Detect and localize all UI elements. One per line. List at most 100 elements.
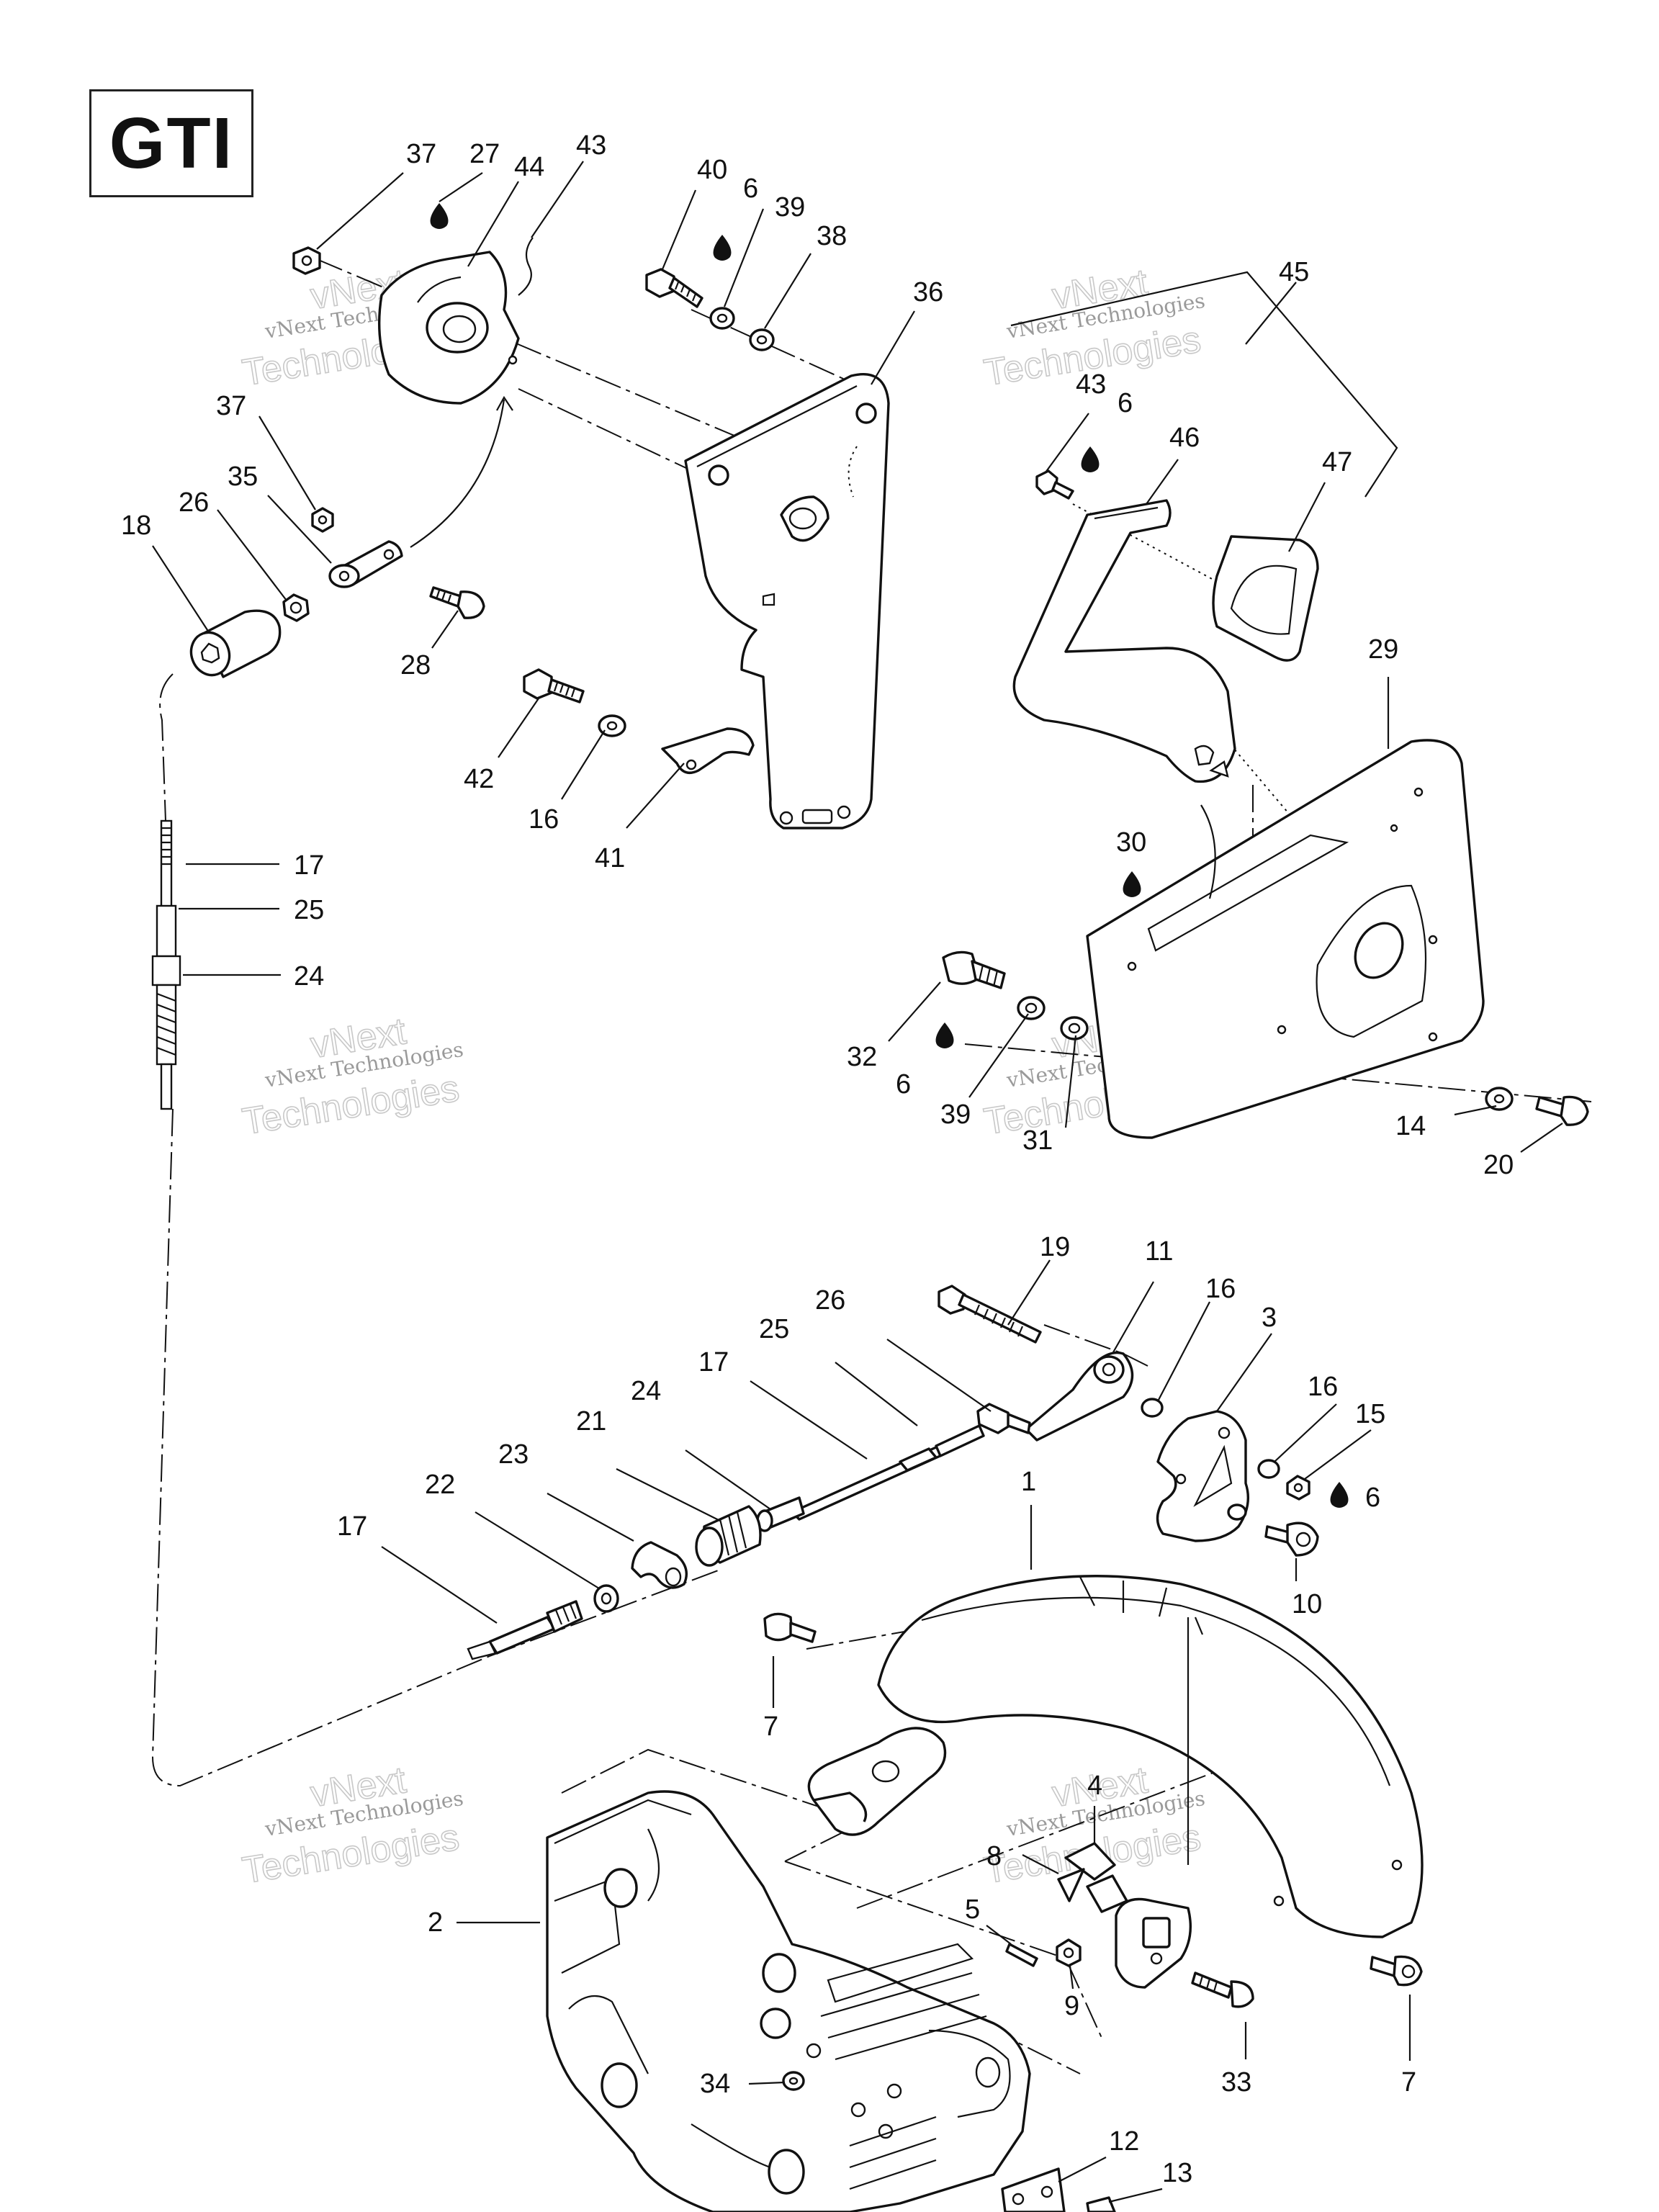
- callout-number: 43: [576, 130, 606, 161]
- callout-number: 24: [631, 1376, 661, 1406]
- callout-number: 8: [986, 1841, 1002, 1871]
- watermark: vNext vNext Technologies Technologies: [239, 1010, 465, 1143]
- spring-clip-icon: [518, 237, 534, 296]
- bracket-icon: [684, 372, 890, 830]
- callout-number: 45: [1279, 257, 1309, 287]
- shroud-icon: [807, 1575, 1424, 1938]
- bolt-icon: [523, 668, 585, 703]
- callout-number: 37: [216, 391, 246, 421]
- parts: [151, 203, 1589, 2212]
- fitting-icon: [756, 1496, 805, 1532]
- callout-number: 9: [1064, 1991, 1079, 2021]
- nut-icon: [311, 507, 334, 533]
- clip-icon: [631, 1541, 688, 1589]
- lubricant-drop-icon: [1081, 446, 1100, 472]
- callout-number: 21: [576, 1406, 606, 1437]
- callout-number: 10: [1292, 1589, 1322, 1619]
- nut-icon: [1056, 1938, 1082, 1967]
- callout-number: 25: [294, 895, 324, 925]
- model-badge: GTI: [89, 89, 253, 197]
- bolt-icon: [1191, 1972, 1254, 2008]
- callout-number: 7: [763, 1712, 778, 1742]
- latch-bracket-icon: [1115, 1897, 1192, 1989]
- cable-end-icon: [467, 1600, 583, 1660]
- throttle-cable-icon: [791, 1424, 985, 1521]
- rod-end-icon: [1025, 1352, 1134, 1442]
- nut-icon: [976, 1403, 1031, 1434]
- callout-number: 5: [965, 1894, 980, 1925]
- callout-number: 1: [1021, 1467, 1036, 1497]
- callout-number: 17: [294, 850, 324, 881]
- callout-number: 17: [337, 1511, 367, 1542]
- washer-icon: [1141, 1398, 1164, 1418]
- callout-number: 15: [1355, 1399, 1385, 1429]
- callout-number: 24: [294, 961, 324, 992]
- washer-icon: [1257, 1459, 1280, 1479]
- callout-number: 18: [121, 511, 151, 541]
- callout-number: 16: [1308, 1372, 1338, 1402]
- callout-number: 26: [815, 1285, 845, 1316]
- plate-icon: [1001, 2167, 1116, 2212]
- callout-number: 42: [464, 764, 494, 794]
- callout-number: 32: [847, 1042, 877, 1072]
- callout-number: 3: [1262, 1303, 1277, 1333]
- callout-number: 23: [498, 1439, 529, 1470]
- nut-icon: [282, 593, 310, 622]
- callout-number: 36: [913, 277, 943, 307]
- callout-number: 37: [406, 139, 436, 169]
- throttle-lever-icon: [1012, 499, 1236, 783]
- bolt-icon: [942, 950, 1006, 989]
- callout-number: 22: [425, 1470, 455, 1500]
- group-bracket-icon: [1010, 271, 1398, 498]
- callout-number: 12: [1109, 2126, 1139, 2157]
- screw-icon: [1035, 469, 1074, 500]
- callout-number: 6: [1118, 388, 1133, 418]
- callout-number: 31: [1022, 1125, 1053, 1156]
- clip-icon: [661, 727, 755, 774]
- throttle-housing-icon: [377, 251, 520, 405]
- callout-number: 38: [817, 221, 847, 251]
- callout-number: 40: [697, 155, 727, 185]
- callout-number: 28: [400, 650, 431, 680]
- pin-icon: [1005, 1943, 1038, 1967]
- callout-number: 35: [228, 462, 258, 492]
- callout-number: 46: [1169, 423, 1200, 453]
- callout-number: 25: [759, 1314, 789, 1344]
- callout-number: 29: [1368, 634, 1398, 665]
- ferrule-icon: [189, 609, 282, 678]
- latch-icon: [1057, 1842, 1128, 1913]
- callout-number: 17: [698, 1347, 729, 1377]
- callout-number: 13: [1162, 2158, 1192, 2188]
- arrow-icon: [1200, 804, 1216, 899]
- callout-number: 20: [1483, 1150, 1514, 1180]
- nut-icon: [1286, 1475, 1310, 1501]
- callout-number: 27: [469, 139, 500, 169]
- callout-number: 4: [1087, 1771, 1102, 1801]
- screw-icon: [1370, 1955, 1423, 1987]
- bolt-icon: [429, 586, 485, 619]
- leader-lines: [152, 161, 1563, 2203]
- callout-number: 33: [1221, 2067, 1251, 2098]
- callout-number: 44: [514, 152, 544, 182]
- callout-number: 6: [743, 174, 758, 204]
- callout-number: 6: [1365, 1483, 1380, 1513]
- callout-number: 39: [775, 192, 805, 222]
- arrow-icon: [410, 399, 505, 548]
- mount-bracket-icon: [1156, 1410, 1250, 1542]
- callout-number: 47: [1322, 447, 1352, 477]
- threaded-fitting-icon: [695, 1505, 762, 1567]
- lubricant-drop-icon: [1330, 1482, 1349, 1508]
- callout-number: 19: [1040, 1232, 1070, 1262]
- throttle-cable-icon: [151, 819, 181, 1110]
- callout-number: 7: [1401, 2067, 1416, 2098]
- callout-number: 14: [1395, 1111, 1426, 1141]
- callout-number: 30: [1116, 827, 1146, 858]
- bolt-icon: [938, 1285, 1042, 1344]
- callout-number: 16: [1205, 1274, 1236, 1304]
- screw-icon: [645, 268, 703, 308]
- lubricant-drop-icon: [935, 1022, 954, 1048]
- watermark: vNext vNext Technologies Technologies: [239, 1758, 465, 1892]
- cable-link-icon: [328, 540, 403, 588]
- lever-pad-icon: [1212, 535, 1319, 662]
